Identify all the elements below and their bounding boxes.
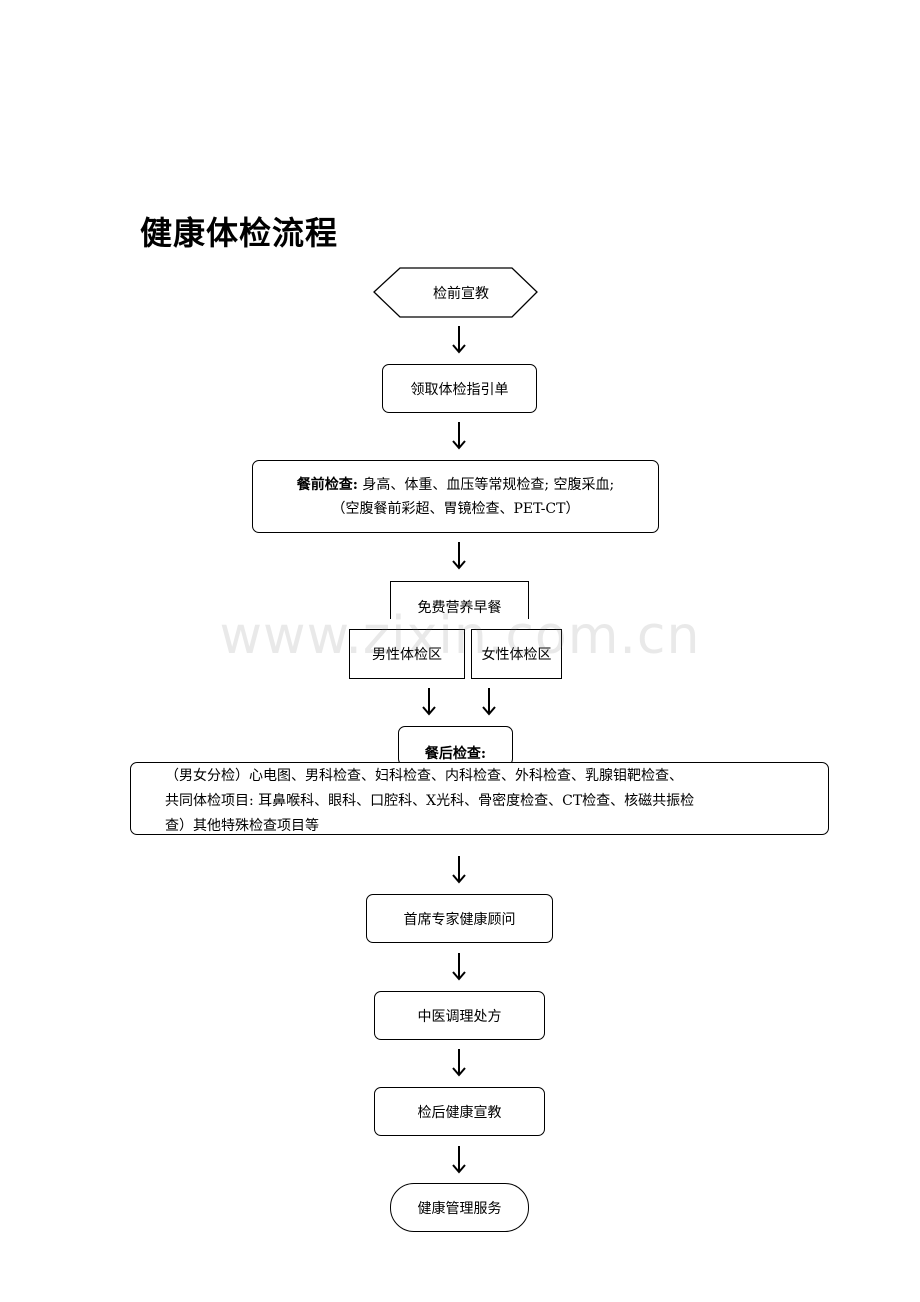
arrow-down-icon (452, 856, 466, 884)
step-pre-education: 检前宣教 (433, 285, 489, 302)
arrow-down-icon (452, 326, 466, 354)
step-tcm-prescription: 中医调理处方 (374, 991, 545, 1040)
start-hexagon: 检前宣教 (373, 267, 538, 318)
post-meal-label-box: 餐后检查: (398, 726, 513, 766)
step-post-exam-education: 检后健康宣教 (374, 1087, 545, 1136)
pre-meal-line2: （空腹餐前彩超、胃镜检查、PET-CT） (331, 500, 580, 517)
post-meal-line2: 共同体检项目: 耳鼻喉科、眼科、口腔科、X光科、骨密度检查、CT检查、核磁共振检 (165, 793, 695, 809)
step-post-meal-exam: （男女分检）心电图、男科检查、妇科检查、内科检查、外科检查、乳腺钼靶检查、 共同… (130, 762, 829, 835)
post-meal-label: 餐后检查: (424, 746, 487, 762)
pre-meal-items: 身高、体重、血压等常规检查; 空腹采血; (362, 476, 615, 493)
pre-meal-line1: 餐前检查: 身高、体重、血压等常规检查; 空腹采血; (297, 473, 615, 497)
arrow-down-icon (482, 688, 496, 716)
arrow-down-icon (452, 953, 466, 981)
post-meal-line3: 查）其他特殊检查项目等 (165, 818, 319, 834)
post-meal-line1: （男女分检）心电图、男科检查、妇科检查、内科检查、外科检查、乳腺钼靶检查、 (165, 768, 683, 784)
arrow-down-icon (452, 1049, 466, 1077)
step-pre-meal-exam: 餐前检查: 身高、体重、血压等常规检查; 空腹采血; （空腹餐前彩超、胃镜检查、… (252, 460, 659, 533)
arrow-down-icon (422, 688, 436, 716)
end-health-management: 健康管理服务 (390, 1183, 529, 1232)
step-breakfast: 免费营养早餐 (390, 581, 529, 619)
step-chief-consultant: 首席专家健康顾问 (366, 894, 553, 943)
arrow-down-icon (452, 542, 466, 570)
male-exam-area: 男性体检区 (349, 629, 465, 679)
page-title: 健康体检流程 (140, 214, 339, 252)
pre-meal-label: 餐前检查: (296, 476, 358, 493)
arrow-down-icon (452, 1146, 466, 1174)
step-guide-sheet: 领取体检指引单 (382, 364, 537, 413)
arrow-down-icon (452, 422, 466, 450)
female-exam-area: 女性体检区 (471, 629, 562, 679)
